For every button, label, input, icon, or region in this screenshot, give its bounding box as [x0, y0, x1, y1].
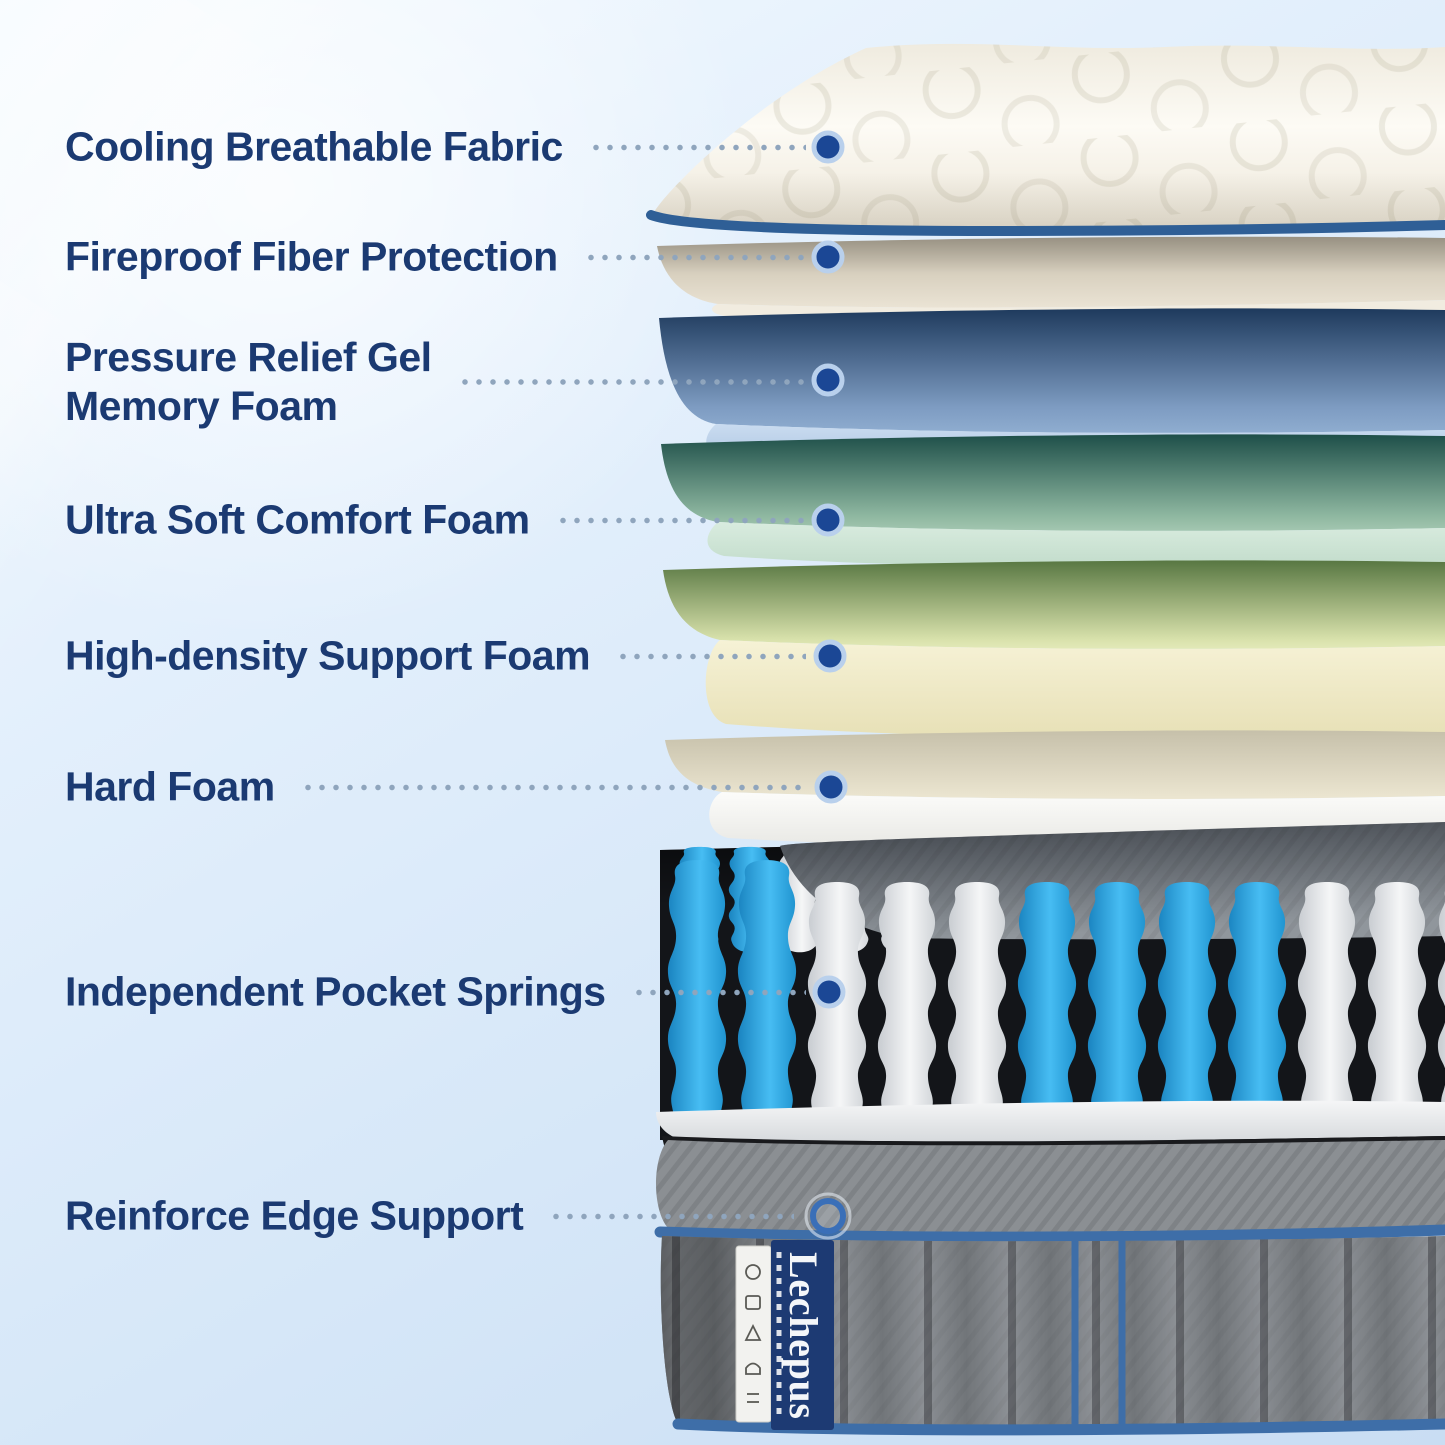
brand-tag: Lechepus [735, 1240, 834, 1430]
callout-ultra-soft-comfort-foam: Ultra Soft Comfort Foam [65, 496, 806, 545]
pocket-spring [807, 882, 867, 1133]
leader-dots [583, 254, 806, 260]
marker-fireproof-fiber [811, 240, 845, 274]
base-deck-band [656, 1100, 1445, 1142]
hard-foam-top-face [665, 730, 1445, 799]
callout-text: Ultra Soft Comfort Foam [65, 496, 530, 543]
base-side-left-shade [660, 1236, 1445, 1430]
care-label-strip [735, 1245, 772, 1423]
marker-support-foam [813, 639, 847, 673]
brand-tag-navy [771, 1240, 834, 1430]
callout-text: High-density Support Foam [65, 632, 591, 679]
callout-hard-foam: Hard Foam [65, 763, 806, 812]
memory-foam-top-face [659, 308, 1445, 433]
callout-fireproof-fiber-protection: Fireproof Fiber Protection [65, 233, 806, 282]
marker-hard-foam [814, 770, 848, 804]
layer-support-foam [663, 560, 1445, 739]
pocket-spring [1087, 882, 1147, 1133]
callout-text: Pressure Relief Gel Memory Foam [65, 334, 432, 429]
callout-text: Fireproof Fiber Protection [65, 233, 558, 280]
fiber-top-shadow [657, 236, 1445, 308]
marker-comfort-foam [811, 503, 845, 537]
background-glow [0, 0, 760, 640]
leader-dots [300, 784, 806, 790]
pocket-spring [877, 882, 937, 1133]
pocket-spring [1367, 882, 1427, 1133]
pocket-spring [947, 882, 1007, 1133]
comfort-foam-top-face [661, 434, 1445, 531]
base-bottom-piping [672, 1418, 1445, 1436]
layer-pocket-springs [660, 822, 1445, 1140]
callout-text: Hard Foam [65, 763, 275, 810]
marker-memory-foam [811, 363, 845, 397]
leader-dots [631, 989, 806, 995]
comfort-foam-front-face [707, 522, 1445, 568]
marker-edge-support-halo [804, 1192, 852, 1240]
callout-independent-pocket-springs: Independent Pocket Springs [65, 968, 806, 1017]
layer-cooling-breathable-fabric [646, 43, 1445, 237]
support-foam-top-face [663, 560, 1445, 649]
pocket-spring [1297, 882, 1357, 1133]
pocket-spring [1017, 882, 1077, 1133]
marker-pocket-springs [812, 975, 846, 1009]
callout-pressure-relief-gel-memory-foam: Pressure Relief Gel Memory Foam [65, 333, 806, 431]
fabric-navy-piping [646, 210, 1445, 237]
brand-label: Lechepus [781, 1252, 826, 1420]
callout-reinforce-edge-support: Reinforce Edge Support [65, 1192, 794, 1241]
care-icons [744, 1264, 762, 1403]
callout-high-density-support-foam: High-density Support Foam [65, 632, 806, 681]
leader-dots [588, 144, 806, 150]
callout-markers [804, 130, 852, 1240]
leader-dots [555, 517, 806, 523]
support-foam-front-face [705, 640, 1445, 739]
marker-edge-support [810, 1198, 846, 1234]
leader-dots [616, 653, 806, 659]
layer-comfort-foam [661, 434, 1445, 568]
layer-base-edge-support: Lechepus [654, 1100, 1445, 1436]
marker-cooling-fabric [811, 130, 845, 164]
base-top-piping [654, 1224, 1445, 1243]
callout-cooling-breathable-fabric: Cooling Breathable Fabric [65, 123, 806, 172]
callout-text: Cooling Breathable Fabric [65, 123, 563, 170]
pocket-spring [1227, 882, 1287, 1133]
leader-dots [457, 379, 806, 385]
callout-text: Reinforce Edge Support [65, 1192, 524, 1239]
fabric-edge-shade [652, 43, 1445, 228]
leader-dots [549, 1213, 794, 1219]
pocket-spring [1157, 882, 1217, 1133]
base-pillow-band-weave [656, 1140, 1445, 1234]
callout-text: Independent Pocket Springs [65, 968, 606, 1015]
